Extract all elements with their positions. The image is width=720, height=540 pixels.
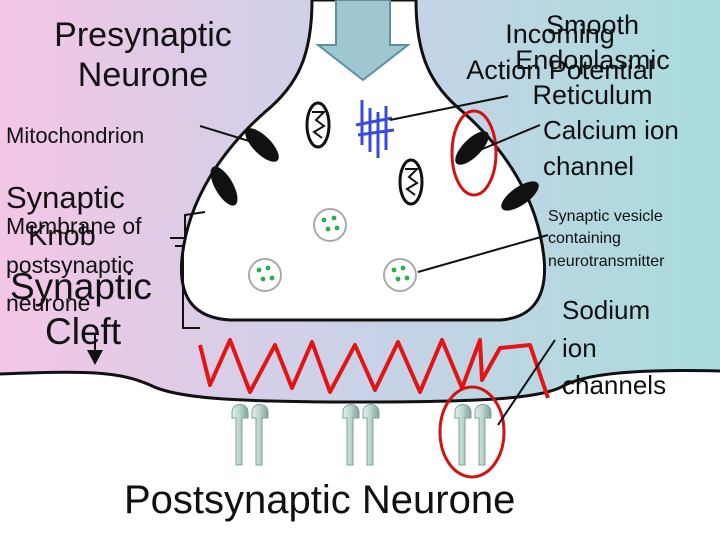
sodium-label-2: ion (562, 332, 597, 363)
postsynaptic-title: Postsynaptic Neurone (124, 478, 516, 522)
membrane-label-3: neurone (6, 290, 91, 316)
vesicle-label: Synaptic vesicle containing neurotransmi… (548, 206, 665, 273)
synaptic-cleft-label-1: Synaptic (10, 266, 152, 307)
mitochondrion-icon (398, 158, 424, 206)
sodium-pointer (497, 339, 556, 426)
reticulum-label: Reticulum (532, 80, 653, 111)
vesicle-icon (248, 258, 282, 292)
smooth-er-pointer (389, 95, 509, 121)
presynaptic-title-line2: Neurone (77, 56, 209, 95)
incoming-arrow-icon (315, 0, 411, 82)
synaptic-knob-label-1: Synaptic (6, 180, 125, 215)
calcium-channel-label: Calcium ion channel (543, 112, 679, 185)
postsynaptic-neurone-body (0, 370, 720, 540)
knob-bracket (170, 211, 206, 239)
vesicle-label-2: containing (548, 230, 621, 248)
sodium-channel-receptor-icon (342, 404, 380, 466)
smooth-er-label: Smooth Endoplasmic Reticulum (470, 8, 715, 113)
synaptic-knob (179, 0, 547, 322)
synaptic-knob-label-2: Knob (28, 220, 96, 252)
presynaptic-title: Presynaptic Neurone (18, 15, 268, 95)
sodium-label-3: channels (562, 370, 667, 401)
calcium-label-1: Calcium ion (543, 115, 679, 145)
vesicle-icon (383, 258, 417, 292)
sodium-channel-receptor-icon (454, 404, 492, 466)
calcium-channel-highlight (450, 109, 498, 197)
vesicle-icon (313, 208, 347, 242)
mitochondrion-label: Mitochondrion (6, 123, 145, 148)
synaptic-cleft-label-2: Cleft (45, 311, 122, 352)
mitochondrion-icon (305, 101, 331, 149)
endoplasmic-label: Endoplasmic (515, 45, 670, 76)
membrane-label-1: Membrane of (6, 213, 142, 239)
cleft-pointer (87, 335, 103, 365)
incoming-ap-label: Incoming Action Potential (445, 16, 675, 89)
vesicle-pointer (417, 234, 549, 273)
vesicle-label-1: Synaptic vesicle (548, 208, 663, 225)
incoming-label: Incoming (505, 19, 615, 49)
sodium-channel-label: Sodium ion channels (562, 292, 666, 405)
calcium-channel-pointer (479, 124, 541, 151)
mitochondrion-pointer (199, 125, 263, 146)
sodium-channel-receptor-icon (231, 404, 269, 466)
sodium-label-1: Sodium (562, 295, 651, 325)
depolarisation-wave (198, 338, 550, 399)
vesicle-label-3: neurotransmitter (548, 252, 665, 270)
smooth-label: Smooth (545, 10, 640, 40)
smooth-er-icon (355, 100, 395, 158)
calcium-label-2: channel (543, 151, 635, 182)
postsynaptic-membrane (0, 369, 720, 404)
sodium-channel-highlight (438, 385, 506, 479)
action-potential-label: Action Potential (466, 55, 654, 86)
membrane-label-2: postsynaptic (6, 252, 134, 278)
presynaptic-title-line1: Presynaptic (54, 16, 232, 54)
membrane-bracket (175, 245, 200, 329)
